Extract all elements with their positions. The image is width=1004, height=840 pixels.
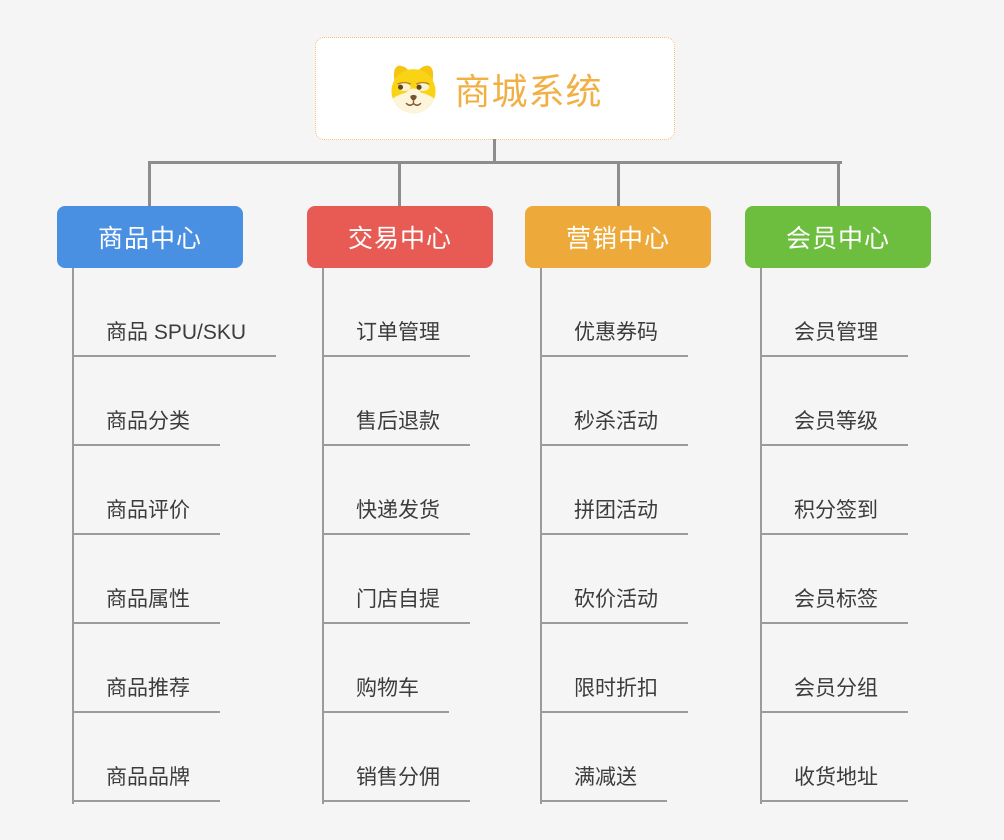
leaf-node[interactable]: 收货地址 [760,761,908,802]
leaf-node[interactable]: 秒杀活动 [540,405,688,446]
branch-member-center: 会员中心 会员管理 会员等级 积分签到 会员标签 会员分组 收货地址 [745,206,1004,804]
branch-trunk-line [72,268,74,804]
root-node-mall-system[interactable]: 商城系统 [315,37,675,140]
branch-trunk-line [322,268,324,804]
leaf-node[interactable]: 砍价活动 [540,583,688,624]
connector-drop-product [148,161,151,208]
leaf-node[interactable]: 满减送 [540,761,667,802]
leaf-node[interactable]: 订单管理 [322,316,470,357]
connector-bus-line [148,161,842,164]
leaf-node[interactable]: 商品推荐 [72,672,220,713]
leaf-node[interactable]: 商品分类 [72,405,220,446]
leaf-node[interactable]: 会员标签 [760,583,908,624]
leaf-node[interactable]: 售后退款 [322,405,470,446]
leaf-node[interactable]: 商品评价 [72,494,220,535]
leaf-node[interactable]: 快递发货 [322,494,470,535]
branch-node-product-center[interactable]: 商品中心 [57,206,243,268]
branch-trunk-line [540,268,542,804]
leaf-node[interactable]: 会员分组 [760,672,908,713]
connector-drop-trade [398,161,401,208]
leaf-node[interactable]: 销售分佣 [322,761,470,802]
branch-marketing-center: 营销中心 优惠券码 秒杀活动 拼团活动 砍价活动 限时折扣 满减送 [525,206,785,804]
leaf-node[interactable]: 积分签到 [760,494,908,535]
connector-drop-marketing [617,161,620,208]
leaf-node[interactable]: 门店自提 [322,583,470,624]
leaf-node[interactable]: 会员等级 [760,405,908,446]
leaf-node[interactable]: 拼团活动 [540,494,688,535]
branch-node-marketing-center[interactable]: 营销中心 [525,206,711,268]
branch-product-center: 商品中心 商品 SPU/SKU 商品分类 商品评价 商品属性 商品推荐 商品品牌 [57,206,317,804]
leaf-node[interactable]: 会员管理 [760,316,908,357]
leaf-node[interactable]: 限时折扣 [540,672,688,713]
branch-trade-center: 交易中心 订单管理 售后退款 快递发货 门店自提 购物车 销售分佣 [307,206,567,804]
connector-root-stub [493,139,496,163]
branch-trunk-line [760,268,762,804]
shiba-dog-icon [391,65,437,114]
root-title: 商城系统 [454,70,603,112]
branch-node-member-center[interactable]: 会员中心 [745,206,931,268]
branch-node-trade-center[interactable]: 交易中心 [307,206,493,268]
leaf-node[interactable]: 商品属性 [72,583,220,624]
leaf-node[interactable]: 商品 SPU/SKU [72,316,277,357]
leaf-node[interactable]: 优惠券码 [540,316,688,357]
leaf-node[interactable]: 商品品牌 [72,761,220,802]
leaf-node[interactable]: 购物车 [322,672,449,713]
connector-drop-member [837,161,840,208]
